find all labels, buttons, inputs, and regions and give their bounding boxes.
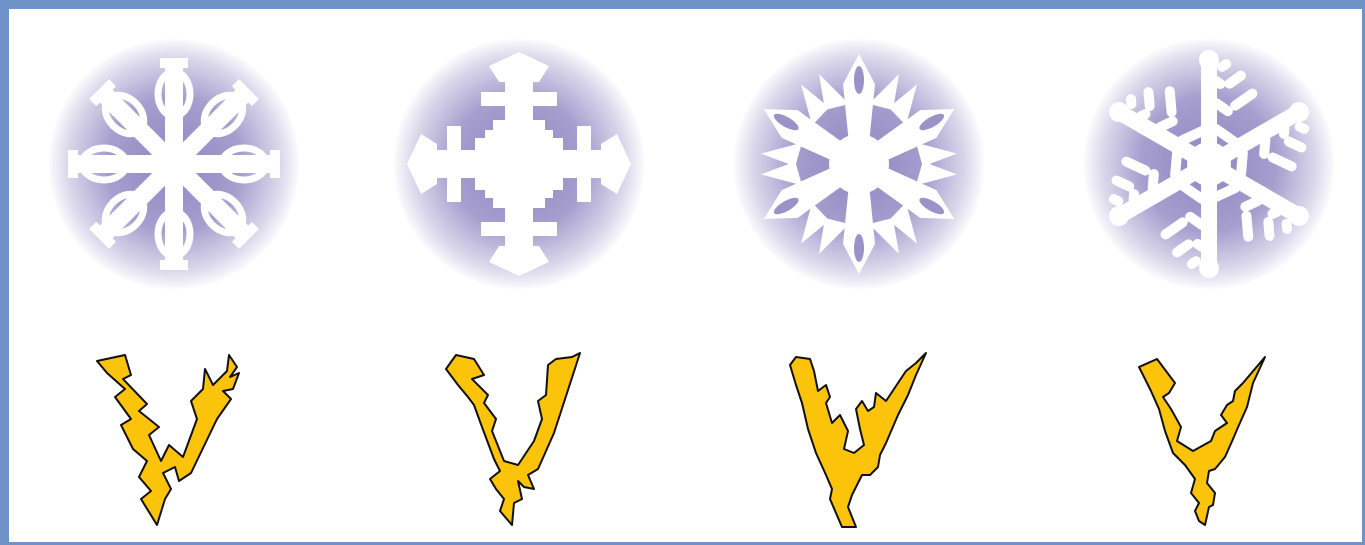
snowflake-cell-4: [1064, 19, 1354, 309]
cut-template-icon: [87, 349, 267, 539]
snowflake-cell-1: [29, 19, 319, 309]
cut-template-icon: [1129, 349, 1309, 539]
snowflake-icon: [744, 49, 974, 279]
snowflake-icon: [1094, 49, 1324, 279]
cut-template-icon: [782, 349, 962, 539]
snowflake-cell-2: [374, 19, 664, 309]
snowflake-icon: [59, 49, 289, 279]
snowflake-cell-3: [714, 19, 1004, 309]
snowflake-icon: [404, 49, 634, 279]
cut-template-icon: [434, 349, 614, 539]
